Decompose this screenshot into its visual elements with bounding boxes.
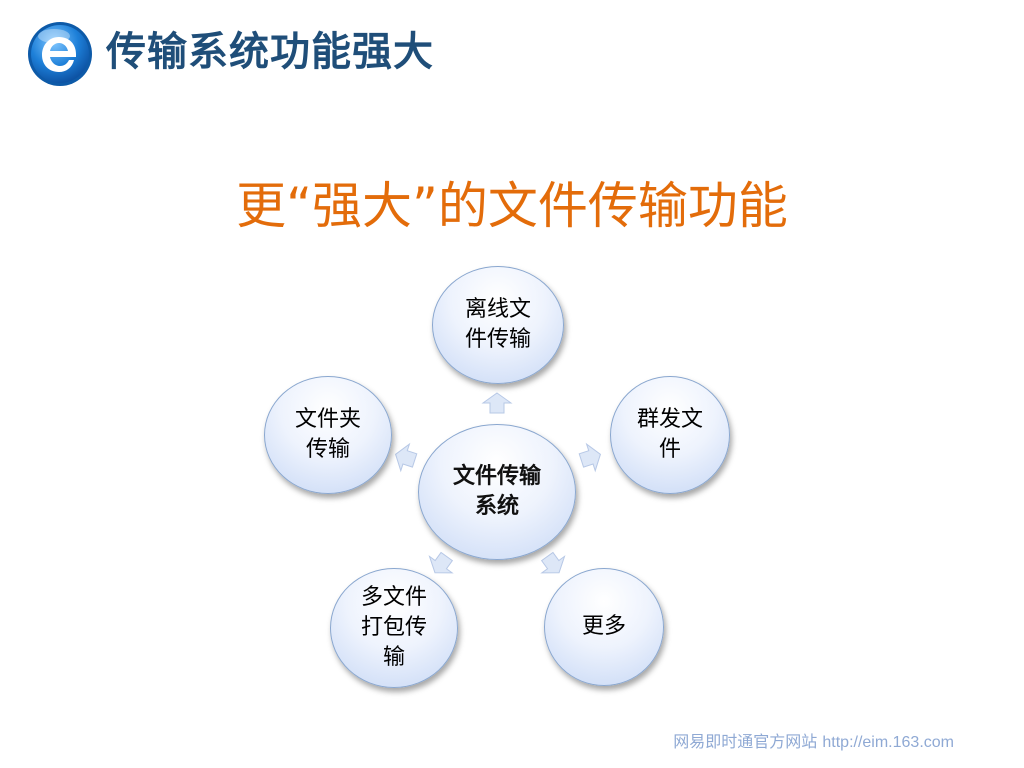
- node-center-file-transfer-system: 文件传输系统: [418, 424, 576, 560]
- node-label: 文件夹传输: [294, 407, 361, 462]
- footer-url-link[interactable]: http://eim.163.com: [822, 734, 954, 751]
- slide-subtitle: 更“强大”的文件传输功能: [236, 177, 788, 235]
- arrow-to-folder: [395, 442, 418, 473]
- node-label: 多文件打包传输: [360, 585, 427, 670]
- node-label: 离线文件传输: [464, 297, 531, 352]
- node-label: 更多: [581, 614, 626, 639]
- center-label: 文件传输系统: [452, 464, 541, 519]
- node-multi-file-pack-transfer: 多文件打包传输: [330, 568, 458, 688]
- node-offline-file-transfer: 离线文件传输: [432, 266, 564, 384]
- arrow-to-group-send: [578, 442, 601, 473]
- node-label: 群发文件: [636, 407, 703, 462]
- footer-text: 网易即时通官方网站: [673, 732, 818, 751]
- arrow-to-multi-pack: [428, 551, 454, 574]
- eim-logo-icon: [28, 22, 92, 86]
- node-more: 更多: [544, 568, 664, 686]
- node-folder-transfer: 文件夹传输: [264, 376, 392, 494]
- arrow-to-more: [540, 551, 566, 574]
- node-group-send-file: 群发文件: [610, 376, 730, 494]
- page-title: 传输系统功能强大: [106, 29, 434, 75]
- footer-website: 网易即时通官方网站 http://eim.163.com: [673, 728, 954, 752]
- arrow-to-offline: [481, 392, 513, 414]
